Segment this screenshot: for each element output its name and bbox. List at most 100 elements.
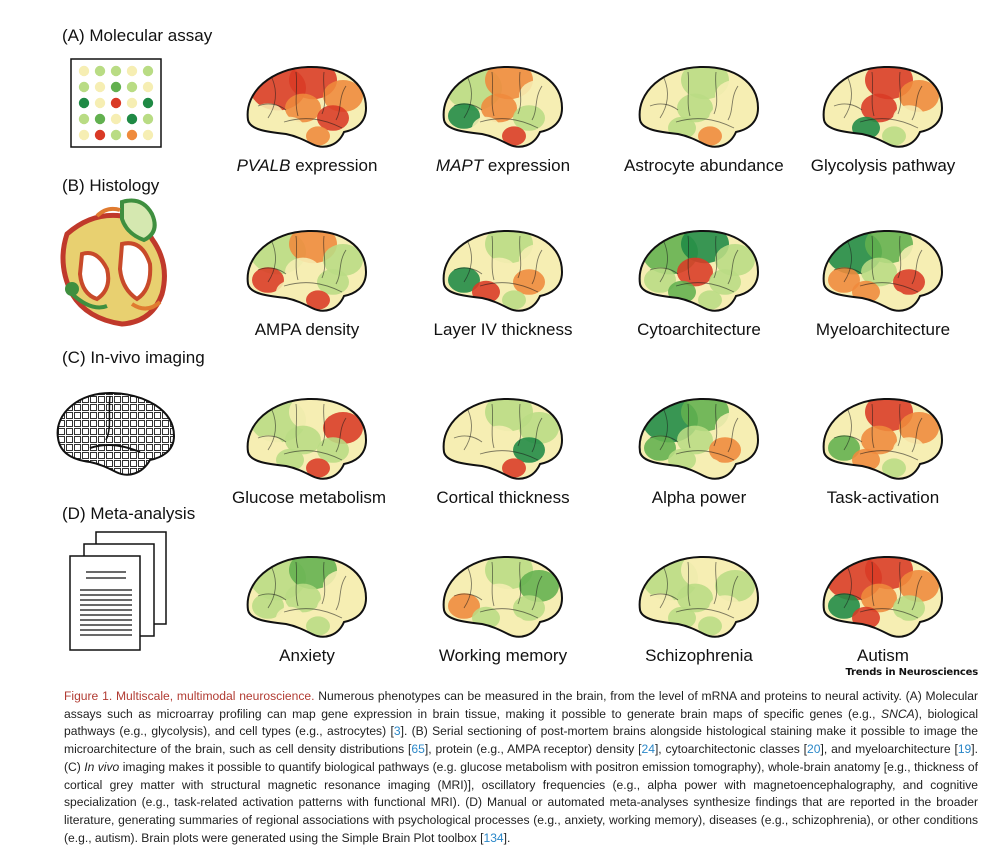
brain-region [893, 595, 925, 621]
caption-prefix: Task-activation [826, 488, 940, 507]
brain-region [644, 267, 676, 293]
microarray-dot [142, 97, 154, 109]
brain-region [698, 290, 722, 310]
brain-region [252, 593, 284, 619]
microarray-dot [110, 81, 122, 93]
brain-region [861, 425, 897, 455]
mri-grid-brain-icon [50, 388, 180, 485]
brain-region [882, 616, 906, 636]
section-label-in-vivo-imaging: (C) In-vivo imaging [62, 348, 205, 367]
brain-map-panel: Anxiety [232, 548, 382, 666]
brain-region [709, 105, 741, 131]
caption-prefix: Schizophrenia [645, 646, 753, 665]
brain-map-panel: Working memory [428, 548, 578, 666]
brain-region [502, 290, 526, 310]
brain-region [448, 267, 480, 293]
brain-region [861, 93, 897, 123]
brain-region [306, 616, 330, 636]
brain-region [285, 583, 321, 613]
brain-region [481, 425, 517, 455]
caption-text: imaging makes it possible to quantify bi… [64, 759, 979, 845]
brain-map-caption: Cytoarchitecture [624, 320, 774, 340]
brain-region [306, 458, 330, 478]
brain-map-panel: Glucose metabolism [232, 390, 386, 508]
caption-prefix: Myeloarchitecture [815, 320, 951, 339]
brain-map-caption: Astrocyte abundance [624, 156, 784, 176]
reference-link[interactable]: 19 [957, 742, 972, 757]
microarray-dot [78, 65, 90, 77]
brain-map-caption: Schizophrenia [624, 646, 774, 666]
reference-link[interactable]: 20 [807, 742, 821, 757]
brain-region [828, 593, 860, 619]
brain-surface-plot [638, 65, 760, 148]
brain-region [252, 435, 284, 461]
brain-region [698, 126, 722, 146]
brain-region [285, 93, 321, 123]
brain-region [882, 126, 906, 146]
brain-surface-plot [442, 229, 564, 312]
brain-surface-plot [822, 65, 944, 148]
brain-map-caption: Anxiety [232, 646, 382, 666]
brain-surface-plot [638, 229, 760, 312]
brain-surface-plot [638, 397, 760, 480]
section-label-molecular-assay: (A) Molecular assay [62, 26, 213, 45]
brain-region [644, 435, 676, 461]
brain-map-panel: Cytoarchitecture [624, 222, 774, 340]
caption-prefix: Autism [857, 646, 909, 665]
brain-map-panel: Autism [808, 548, 958, 666]
microarray-dot [126, 97, 138, 109]
brain-region [715, 570, 755, 602]
brain-region [828, 267, 860, 293]
brain-map-caption: PVALB expression [232, 156, 382, 176]
brain-region [677, 425, 713, 455]
microarray-dot [78, 113, 90, 125]
microarray-dot [126, 129, 138, 141]
brain-region [481, 257, 517, 287]
brain-region [677, 583, 713, 613]
brain-region [285, 257, 321, 287]
brain-region [317, 437, 349, 463]
microarray-dot [110, 113, 122, 125]
brain-map-caption: Task-activation [808, 488, 958, 508]
reference-link[interactable]: 65 [411, 742, 425, 757]
brain-region [882, 458, 906, 478]
caption-text: ]. (C) [64, 742, 978, 774]
brain-region [715, 244, 755, 276]
brain-region [448, 103, 480, 129]
brain-region [828, 435, 860, 461]
reference-link[interactable]: 3 [393, 724, 401, 739]
microarray-dot [142, 65, 154, 77]
brain-surface-plot [442, 555, 564, 638]
document-stack-icon [64, 530, 174, 659]
caption-suffix: expression [483, 156, 571, 175]
brain-map-caption: Autism [808, 646, 958, 666]
caption-suffix: expression [290, 156, 378, 175]
brain-region [323, 244, 363, 276]
brain-surface-plot [638, 555, 760, 638]
brain-region [677, 257, 713, 287]
brain-map-caption: MAPT expression [428, 156, 578, 176]
brain-region [481, 583, 517, 613]
brain-region [448, 435, 480, 461]
brain-region [861, 257, 897, 287]
section-label-meta-analysis: (D) Meta-analysis [62, 504, 196, 523]
caption-prefix: Alpha power [651, 488, 747, 507]
brain-surface-plot [246, 229, 368, 312]
brain-surface-plot [246, 65, 368, 148]
microarray-dot [78, 129, 90, 141]
brain-region [715, 412, 755, 444]
brain-map-panel: Cortical thickness [428, 390, 578, 508]
reference-link[interactable]: 134 [483, 830, 504, 845]
brain-map-panel: MAPT expression [428, 58, 578, 176]
caption-title: Figure 1. Multiscale, multimodal neurosc… [64, 689, 315, 703]
brain-map-panel: Glycolysis pathway [808, 58, 958, 176]
brain-region [899, 570, 939, 602]
caption-prefix: Glucose metabolism [232, 488, 387, 507]
brain-region [899, 412, 939, 444]
reference-link[interactable]: 24 [641, 742, 655, 757]
brain-map-panel: AMPA density [232, 222, 382, 340]
brain-region [513, 105, 545, 131]
figure-caption: Figure 1. Multiscale, multimodal neurosc… [64, 688, 978, 847]
brain-surface-plot [246, 555, 368, 638]
brain-map-panel: Astrocyte abundance [624, 58, 784, 176]
